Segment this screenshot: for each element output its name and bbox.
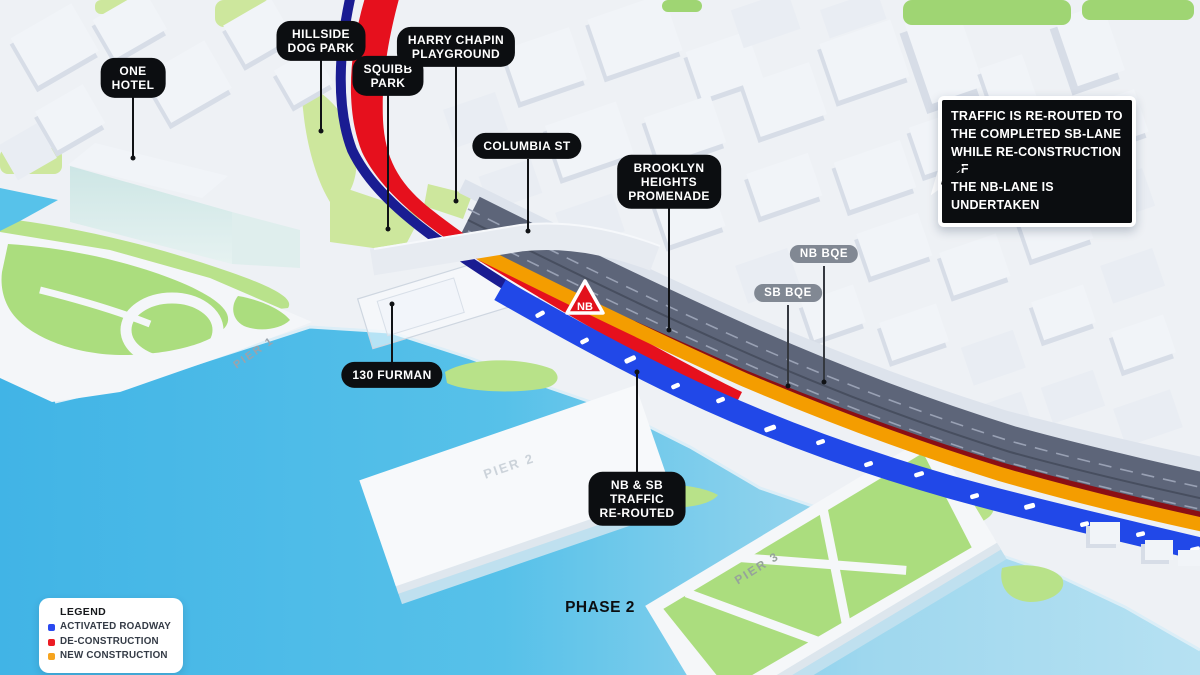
legend-item-new-construction: NEW CONSTRUCTION xyxy=(48,649,171,664)
waterfront-cubes xyxy=(1086,522,1200,566)
callout-bubble: TRAFFIC IS RE-ROUTED TO THE COMPLETED SB… xyxy=(938,96,1136,227)
leader-dot xyxy=(634,369,640,375)
leader-dot xyxy=(785,383,791,389)
legend-item-label: DE-CONSTRUCTION xyxy=(60,635,159,647)
tag-nb-bqe: NB BQE xyxy=(789,245,859,263)
leader-harry-chapin xyxy=(455,66,457,201)
leader-nb-bqe xyxy=(823,266,825,382)
tag-sb-bqe: SB BQE xyxy=(754,284,822,302)
leader-nbsb-traffic xyxy=(636,372,638,473)
columbia-street-edge xyxy=(373,222,661,250)
leader-dot xyxy=(389,301,395,307)
legend-title: LEGEND xyxy=(60,606,107,618)
leader-dot xyxy=(385,226,391,232)
leader-one-hotel xyxy=(132,96,134,158)
leader-dot xyxy=(525,228,531,234)
label-columbia-st: COLUMBIA ST xyxy=(472,132,582,160)
leader-columbia xyxy=(527,159,529,231)
label-harry-chapin-playground: HARRY CHAPIN PLAYGROUND xyxy=(396,26,516,68)
leader-sb-bqe xyxy=(787,305,789,386)
leader-promenade xyxy=(668,208,670,330)
columbia-street xyxy=(369,223,660,276)
leader-squibb xyxy=(387,94,389,229)
label-hillside-dog-park: HILLSIDE DOG PARK xyxy=(276,20,366,62)
leader-dot xyxy=(453,198,459,204)
legend-item-deconstruction: DE-CONSTRUCTION xyxy=(48,635,171,650)
leader-dot xyxy=(821,379,827,385)
label-one-hotel: ONE HOTEL xyxy=(100,57,166,99)
label-130-furman: 130 FURMAN xyxy=(341,361,443,389)
phase-label: PHASE 2 xyxy=(565,599,635,616)
bqe-lane-line xyxy=(467,208,1200,488)
pier-3 xyxy=(645,433,1007,675)
nb-roadwork-sign: NB xyxy=(565,279,605,315)
leader-hillside xyxy=(320,59,322,131)
pier-1-park xyxy=(0,232,312,402)
legend-swatch-red xyxy=(48,638,55,646)
bqe-lane-divider xyxy=(467,219,1200,500)
leader-furman xyxy=(391,304,393,362)
legend-item-activated: ACTIVATED ROADWAY xyxy=(48,620,171,635)
legend-swatch-blue xyxy=(48,623,55,631)
water-inlet xyxy=(0,188,58,231)
label-nb-sb-traffic-rerouted: NB & SB TRAFFIC RE-ROUTED xyxy=(588,471,686,527)
legend-swatch-orange xyxy=(48,653,55,661)
label-squibb-park: SQUIBB PARK xyxy=(352,55,424,97)
leader-dot xyxy=(130,155,136,161)
label-brooklyn-heights-promenade: BROOKLYN HEIGHTS PROMENADE xyxy=(617,154,721,210)
nb-sign-text: NB xyxy=(577,301,593,313)
legend: LEGEND ACTIVATED ROADWAY DE-CONSTRUCTION… xyxy=(39,598,183,674)
leader-dot xyxy=(318,128,324,134)
traffic-cars xyxy=(535,310,1200,553)
leader-dot xyxy=(666,327,672,333)
bqe-lane-line xyxy=(467,230,1200,510)
band-new-construction xyxy=(476,246,1200,532)
legend-item-label: ACTIVATED ROADWAY xyxy=(60,621,171,632)
top-park-strips xyxy=(662,0,1194,25)
one-hotel-building xyxy=(68,143,300,268)
legend-item-label: NEW CONSTRUCTION xyxy=(60,650,168,662)
